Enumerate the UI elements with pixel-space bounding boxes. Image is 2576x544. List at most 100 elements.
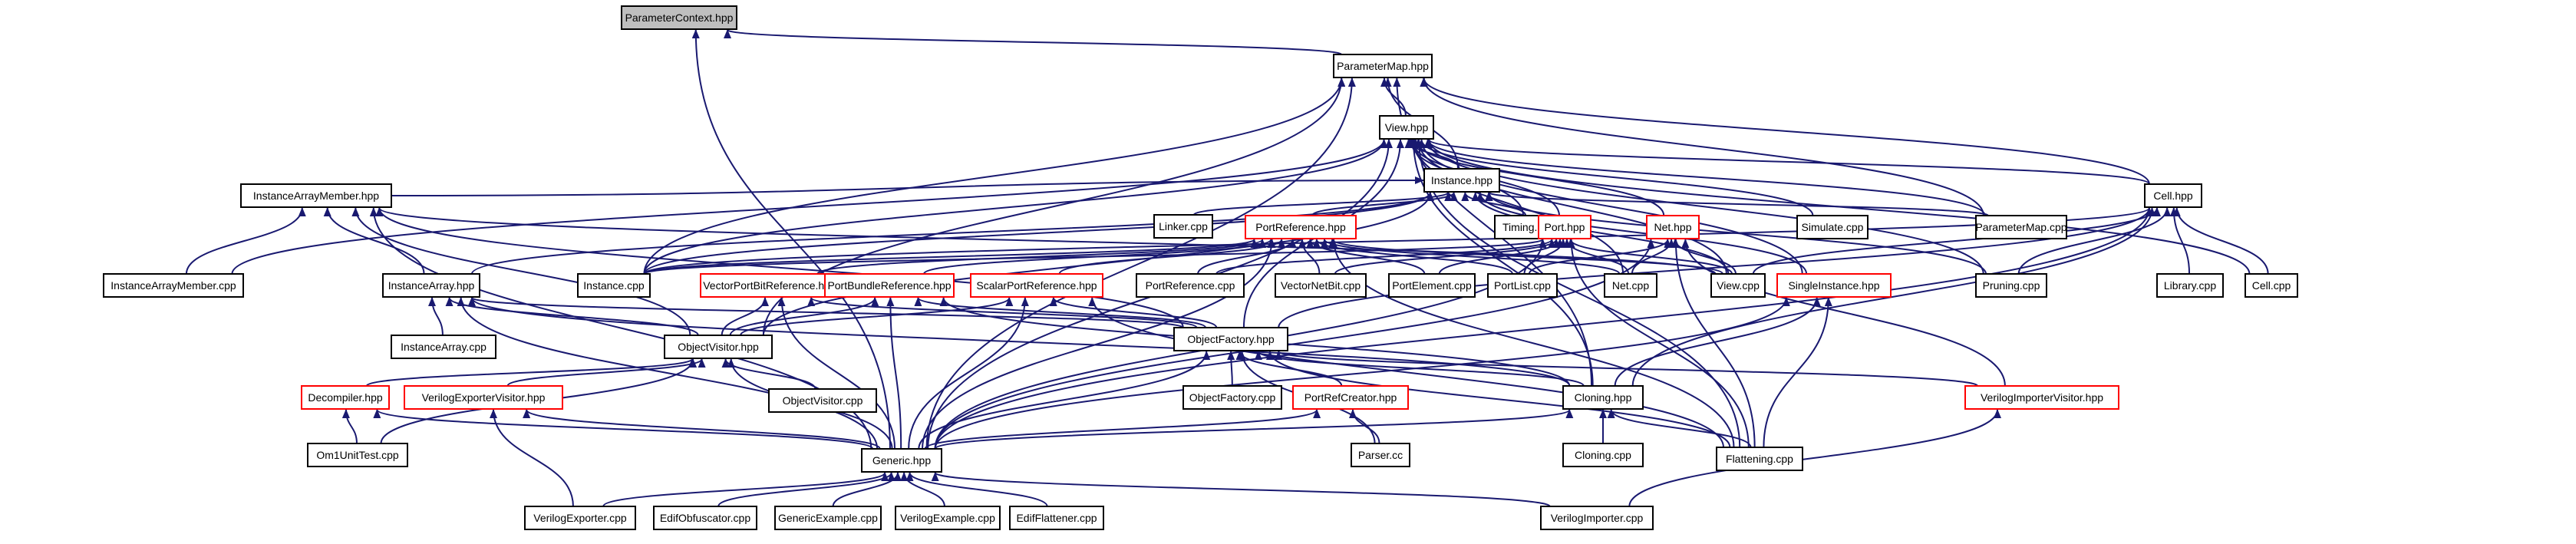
node-label: Cell.cpp xyxy=(2252,279,2291,292)
node-port-list[interactable]: PortList.cpp xyxy=(1487,273,1558,298)
node-cell[interactable]: Cell.hpp xyxy=(2144,183,2202,208)
node-box xyxy=(1379,115,1434,140)
node-box xyxy=(2245,273,2298,298)
edge-net-cpp-to-view xyxy=(1410,139,1624,275)
node-object-factory[interactable]: ObjectFactory.hpp xyxy=(1173,327,1288,351)
node-object-visitor[interactable]: ObjectVisitor.hpp xyxy=(664,335,773,359)
node-box xyxy=(1182,385,1282,410)
node-scalar-port-reference[interactable]: ScalarPortReference.hpp xyxy=(970,273,1103,298)
edge-vector-port-bit-reference-to-port-reference xyxy=(816,239,1266,275)
node-box xyxy=(1540,506,1654,530)
edge-flattening-to-object-factory xyxy=(1266,351,1731,448)
node-net-cpp[interactable]: Net.cpp xyxy=(1604,273,1657,298)
node-box xyxy=(895,506,1001,530)
edge-parser-to-port-ref-creator xyxy=(1348,409,1380,444)
node-parameter-map-cpp[interactable]: ParameterMap.cpp xyxy=(1975,215,2067,239)
node-verilog-example[interactable]: VerilogExample.cpp xyxy=(895,506,1001,530)
node-box xyxy=(577,273,651,298)
node-cell-cpp[interactable]: Cell.cpp xyxy=(2245,273,2298,298)
node-cloning-cpp[interactable]: Cloning.cpp xyxy=(1562,443,1644,467)
node-port-reference[interactable]: PortReference.hpp xyxy=(1245,215,1357,239)
edge-generic-to-parameter-map xyxy=(925,77,1356,450)
node-instance-array-member[interactable]: InstanceArrayMember.hpp xyxy=(240,183,392,208)
node-parameter-map[interactable]: ParameterMap.hpp xyxy=(1333,54,1433,78)
edge-vector-net-bit-to-port-reference xyxy=(1298,239,1321,275)
edge-generic-to-parameter-context xyxy=(691,29,891,450)
node-box xyxy=(404,385,563,410)
edge-verilog-importer-visitor-to-object-factory xyxy=(1275,351,1978,387)
node-port-reference-cpp[interactable]: PortReference.cpp xyxy=(1136,273,1245,298)
edge-generic-to-instance-array xyxy=(457,297,879,450)
node-vector-port-bit-reference[interactable]: VectorPortBitReference.hpp xyxy=(700,273,839,298)
node-instance[interactable]: Instance.hpp xyxy=(1423,168,1500,193)
node-label: ParameterContext.hpp xyxy=(625,12,734,24)
edge-object-visitor-to-port-bundle-reference xyxy=(729,297,879,336)
node-box xyxy=(1245,215,1357,239)
edge-object-visitor-to-scalar-port-reference xyxy=(740,297,1014,336)
node-instance-array-cpp[interactable]: InstanceArray.cpp xyxy=(391,335,496,359)
node-port-bundle-reference[interactable]: PortBundleReference.hpp xyxy=(824,273,955,298)
edge-parameter-map-to-parameter-context xyxy=(724,29,1343,55)
node-generic[interactable]: Generic.hpp xyxy=(861,448,942,473)
node-box xyxy=(524,506,636,530)
node-generic-example[interactable]: GenericExample.cpp xyxy=(774,506,882,530)
node-box xyxy=(1604,273,1657,298)
node-box xyxy=(2156,273,2224,298)
node-edif-flattener[interactable]: EdifFlattener.cpp xyxy=(1009,506,1104,530)
node-parser[interactable]: Parser.cc xyxy=(1351,443,1410,467)
edge-verilog-importer-visitor-to-net xyxy=(1681,239,2006,387)
edge-view-cpp-to-view xyxy=(1414,139,1727,275)
edge-object-visitor-to-instance-array xyxy=(445,297,699,336)
edge-object-factory-to-port-bundle-reference xyxy=(914,297,1207,328)
node-simulate[interactable]: Simulate.cpp xyxy=(1796,215,1869,239)
node-flattening[interactable]: Flattening.cpp xyxy=(1716,447,1803,471)
node-object-visitor-cpp[interactable]: ObjectVisitor.cpp xyxy=(768,388,877,413)
node-object-factory-cpp[interactable]: ObjectFactory.cpp xyxy=(1182,385,1282,410)
node-label: InstanceArray.hpp xyxy=(388,279,475,292)
node-view[interactable]: View.hpp xyxy=(1379,115,1434,140)
node-label: ObjectFactory.hpp xyxy=(1187,333,1275,345)
node-label: Cloning.hpp xyxy=(1575,391,1632,404)
edge-linker-to-instance xyxy=(1192,192,1452,216)
node-layer: ParameterContext.hppParameterMap.hppView… xyxy=(103,5,2298,530)
node-verilog-exporter-visitor[interactable]: VerilogExporterVisitor.hpp xyxy=(404,385,563,410)
node-net[interactable]: Net.hpp xyxy=(1646,215,1700,239)
node-box xyxy=(1975,215,2067,239)
node-label: PortReference.cpp xyxy=(1146,279,1235,292)
node-verilog-exporter[interactable]: VerilogExporter.cpp xyxy=(524,506,636,530)
node-decompiler[interactable]: Decompiler.hpp xyxy=(301,385,390,410)
node-verilog-importer-visitor[interactable]: VerilogImporterVisitor.hpp xyxy=(1964,385,2119,410)
node-port-ref-creator[interactable]: PortRefCreator.hpp xyxy=(1292,385,1409,410)
node-linker[interactable]: Linker.cpp xyxy=(1153,214,1213,239)
node-edif-obfuscator[interactable]: EdifObfuscator.cpp xyxy=(653,506,757,530)
node-label: PortElement.cpp xyxy=(1392,279,1472,292)
node-instance-cpp[interactable]: Instance.cpp xyxy=(577,273,651,298)
node-library[interactable]: Library.cpp xyxy=(2156,273,2224,298)
edge-edif-flattener-to-generic xyxy=(905,472,1048,507)
node-pruning[interactable]: Pruning.cpp xyxy=(1975,273,2047,298)
node-box xyxy=(1388,273,1476,298)
node-view-cpp[interactable]: View.cpp xyxy=(1710,273,1766,298)
node-label: Net.cpp xyxy=(1612,279,1649,292)
node-box xyxy=(861,448,942,473)
node-instance-array-member-cpp[interactable]: InstanceArrayMember.cpp xyxy=(103,273,244,298)
edge-cloning-to-cell xyxy=(1631,207,2156,387)
node-verilog-importer[interactable]: VerilogImporter.cpp xyxy=(1540,506,1654,530)
edge-generic-to-port-bundle-reference xyxy=(886,297,902,450)
node-single-instance[interactable]: SingleInstance.hpp xyxy=(1776,273,1892,298)
edge-library-to-cell xyxy=(2169,207,2191,275)
edge-verilog-importer-to-verilog-importer-visitor xyxy=(1628,409,2001,507)
edge-pruning-to-cell xyxy=(2017,207,2172,275)
node-parameter-context[interactable]: ParameterContext.hpp xyxy=(621,5,737,30)
node-instance-array[interactable]: InstanceArray.hpp xyxy=(382,273,480,298)
node-cloning[interactable]: Cloning.hpp xyxy=(1562,385,1644,410)
node-port[interactable]: Port.hpp xyxy=(1538,215,1591,239)
node-label: Instance.hpp xyxy=(1431,174,1492,186)
node-label: Net.hpp xyxy=(1654,221,1691,233)
node-box xyxy=(1538,215,1591,239)
node-vector-net-bit[interactable]: VectorNetBit.cpp xyxy=(1275,273,1367,298)
node-port-element[interactable]: PortElement.cpp xyxy=(1388,273,1476,298)
node-om1-unit-test[interactable]: Om1UnitTest.cpp xyxy=(307,443,408,467)
node-label: Instance.cpp xyxy=(583,279,645,292)
